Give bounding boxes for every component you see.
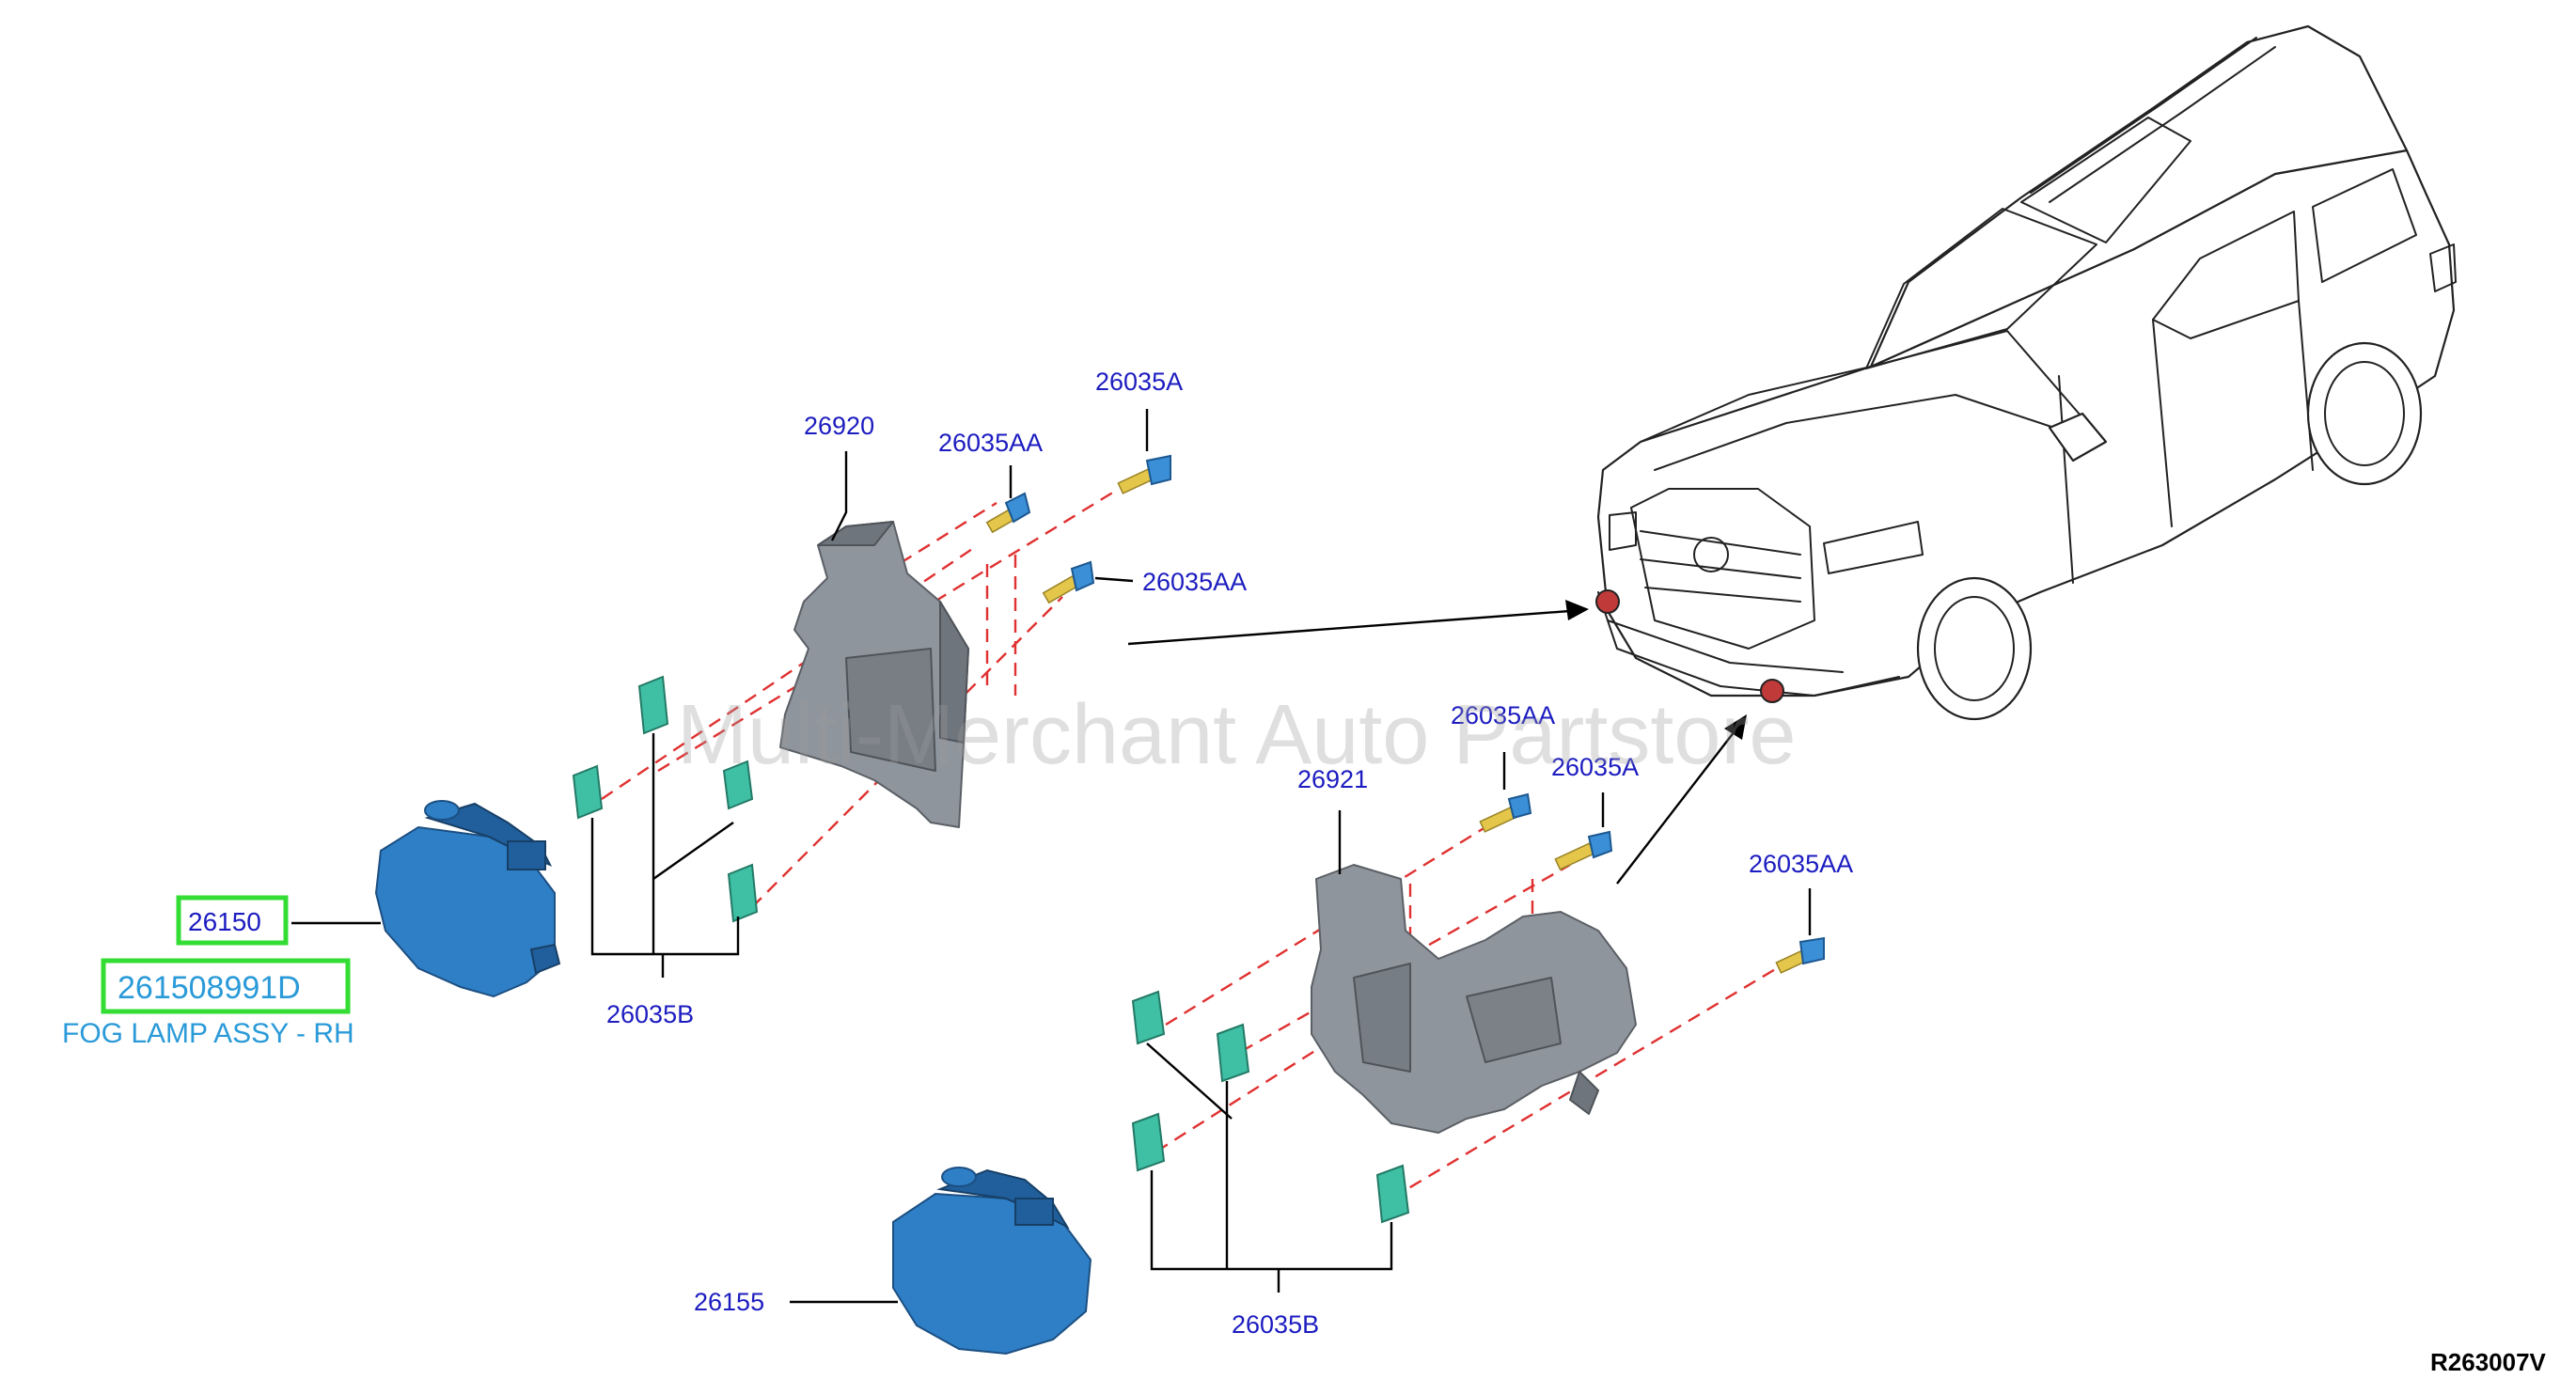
label-26035b-lower: 26035B xyxy=(1232,1310,1319,1339)
clip-leader-lower xyxy=(1146,1042,1393,1293)
screw-26035aa-lower-1 xyxy=(1479,792,1532,833)
label-26921: 26921 xyxy=(1297,765,1368,793)
fog-lamp-26155 xyxy=(892,1167,1092,1356)
highlight-box-full xyxy=(101,958,351,1014)
highlighted-part: 26150 261508991D FOG LAMP ASSY - RH xyxy=(62,895,354,1049)
highlight-box-short xyxy=(176,895,289,946)
label-26035a-upper: 26035A xyxy=(1095,368,1183,396)
part-number-full[interactable]: 261508991D xyxy=(118,970,301,1006)
clips-26035b-lower xyxy=(1131,990,1410,1224)
label-26920: 26920 xyxy=(804,412,874,440)
fog-lamp-26150 xyxy=(374,800,561,998)
screw-26035aa-upper-2 xyxy=(1042,560,1095,604)
watermark: Multi-Merchant Auto Partstore xyxy=(677,688,1796,782)
label-26035b-upper: 26035B xyxy=(606,1000,694,1028)
bracket-26920 xyxy=(779,521,969,828)
bracket-26921 xyxy=(1311,864,1637,1134)
screw-26035aa-lower-2 xyxy=(1775,936,1825,974)
screw-26035aa-upper-1 xyxy=(985,492,1031,534)
label-26035a-lower: 26035A xyxy=(1551,753,1639,781)
label-26035aa-upper-2: 26035AA xyxy=(1142,568,1247,596)
callout-leaders xyxy=(291,409,1812,1304)
label-26035aa-lower-1: 26035AA xyxy=(1451,701,1555,729)
vehicle-illustration xyxy=(1595,24,2457,721)
label-26035aa-lower-2: 26035AA xyxy=(1749,850,1853,878)
label-26035aa-upper-1: 26035AA xyxy=(938,429,1043,457)
part-description: FOG LAMP ASSY - RH xyxy=(62,1018,354,1049)
reference-code: R263007V xyxy=(2430,1348,2547,1376)
callout-labels: 26920 26035AA 26035A 26035AA 26035B 2692… xyxy=(606,368,1853,1339)
screw-26035a-lower xyxy=(1554,830,1613,870)
screw-26035a-upper xyxy=(1117,454,1171,494)
part-number-short[interactable]: 26150 xyxy=(188,907,261,936)
clips-26035b-upper xyxy=(572,675,759,923)
label-26155: 26155 xyxy=(694,1288,764,1316)
arrows-to-vehicle xyxy=(1127,600,1747,885)
clip-leader-upper xyxy=(590,733,740,978)
